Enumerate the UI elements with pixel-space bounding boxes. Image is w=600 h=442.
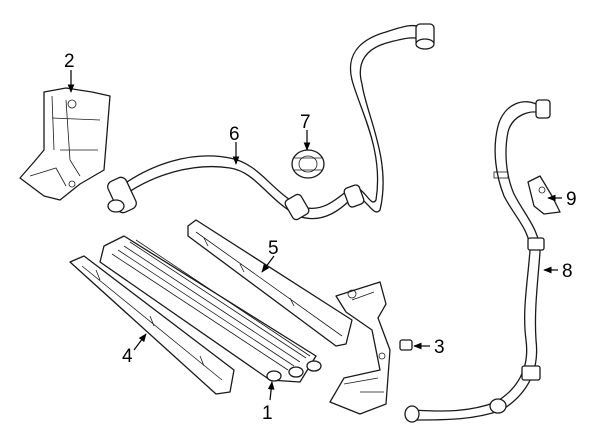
callout-labels: 1 2 3 4 5 6 7 8 9 — [64, 51, 577, 424]
callout-8: 8 — [562, 261, 573, 282]
part-1-cooler — [99, 235, 322, 383]
callout-3: 3 — [434, 337, 445, 358]
part-7-grommet — [291, 149, 325, 179]
part-4-bracket — [69, 255, 235, 395]
part-8-hose — [404, 99, 551, 423]
callout-1: 1 — [262, 403, 273, 424]
part-5-bracket — [187, 219, 353, 347]
part-2-bracket — [19, 87, 111, 201]
part-9-clip — [527, 175, 561, 215]
leader-lines — [67, 70, 562, 401]
callout-9: 9 — [566, 189, 577, 210]
callout-5: 5 — [268, 238, 279, 259]
callout-2: 2 — [64, 51, 75, 72]
callout-4: 4 — [122, 346, 133, 367]
callout-6: 6 — [229, 124, 240, 145]
callout-7: 7 — [300, 112, 311, 133]
part-3-bracket — [329, 281, 413, 415]
part-6-hose — [107, 23, 435, 221]
